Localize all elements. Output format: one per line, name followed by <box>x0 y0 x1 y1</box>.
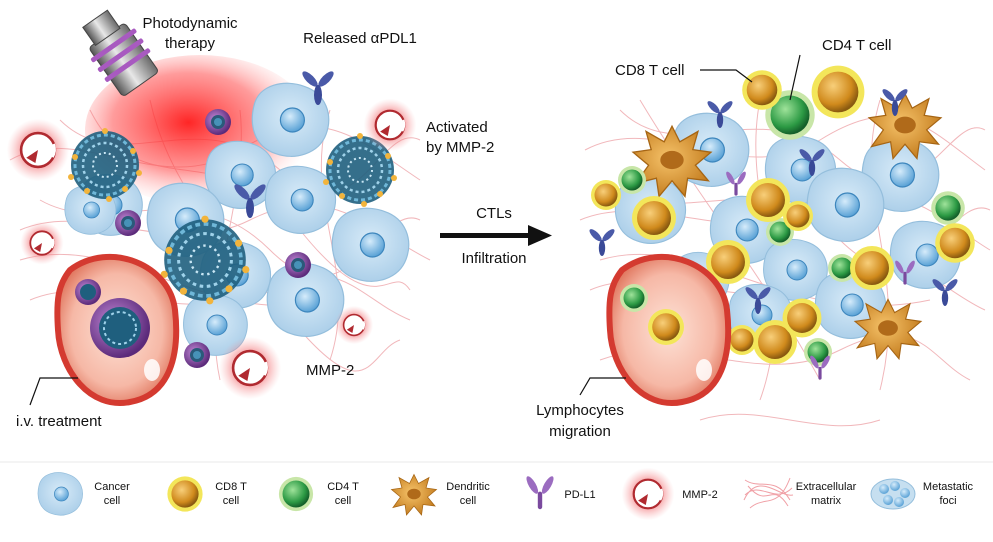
legend-item-cancer-cell: Cancer cell <box>37 472 130 516</box>
cd4-callout-leader <box>789 54 801 101</box>
legend-item-dendritic-cell: Dendritic cell <box>391 474 490 516</box>
right-tumor <box>579 54 991 427</box>
lymphocytes-leader <box>579 377 626 396</box>
released-apdl1-label: Released αPDL1 <box>303 30 417 47</box>
blood-vessel-right <box>606 253 732 407</box>
cd8-t-cell-icon <box>167 476 203 512</box>
legend-label: Extracellular <box>796 481 857 493</box>
legend-item-cd8-t-cell: CD8 T cell <box>167 476 247 512</box>
legend-label: foci <box>939 495 956 507</box>
cd4-t-cell-icon <box>278 476 314 512</box>
process-arrow-icon <box>440 225 552 246</box>
legend-item-metastatic-foci: Metastatic foci <box>870 478 974 510</box>
cd8-callout-label: CD8 T cell <box>615 62 684 79</box>
legend-item-extracellular-matrix: Extracellular matrix <box>743 477 857 509</box>
mmp-2-icon <box>620 466 676 522</box>
left-tumor <box>5 9 431 407</box>
cd4-callout-label: CD4 T cell <box>822 37 891 54</box>
legend-label: matrix <box>811 495 841 507</box>
activated-label-1: Activated <box>426 119 488 136</box>
pd-l1-icon <box>524 474 556 510</box>
blood-vessel-left <box>54 253 180 407</box>
legend-label: Metastatic <box>923 481 974 493</box>
cancer-cell-icon <box>37 472 83 516</box>
legend-label: CD4 T <box>327 481 359 493</box>
infiltration-label: Infiltration <box>461 250 526 267</box>
legend: Cancer cell CD8 T cell CD4 T cell Dendri… <box>0 461 993 522</box>
metastatic-foci-icon <box>870 478 916 510</box>
iv-treatment-label: i.v. treatment <box>16 413 102 430</box>
legend-label: cell <box>223 495 240 507</box>
mmp2-label: MMP-2 <box>306 362 354 379</box>
legend-label: Cancer <box>94 481 130 493</box>
photodynamic-label-1: Photodynamic <box>142 15 238 32</box>
cd8-callout-leader <box>700 69 753 83</box>
legend-label: MMP-2 <box>682 489 717 501</box>
legend-item-pd-l1: PD-L1 <box>524 474 596 510</box>
iv-treatment-leader <box>29 377 78 406</box>
legend-label: cell <box>104 495 121 507</box>
legend-label: Dendritic <box>446 481 490 493</box>
extracellular-matrix-icon <box>743 477 794 509</box>
legend-item-mmp-2: MMP-2 <box>620 466 718 522</box>
ctls-label: CTLs <box>476 205 512 222</box>
legend-label: CD8 T <box>215 481 247 493</box>
lymphocytes-label-2: migration <box>549 423 611 440</box>
dendritic-cell-icon <box>391 474 437 516</box>
photodynamic-device-icon <box>82 9 158 96</box>
legend-label: cell <box>460 495 477 507</box>
legend-label: cell <box>335 495 352 507</box>
lymphocytes-label-1: Lymphocytes <box>536 402 624 419</box>
activated-label-2: by MMP-2 <box>426 139 494 156</box>
legend-item-cd4-t-cell: CD4 T cell <box>278 476 359 512</box>
photodynamic-label-2: therapy <box>165 35 216 52</box>
legend-label: PD-L1 <box>564 489 595 501</box>
